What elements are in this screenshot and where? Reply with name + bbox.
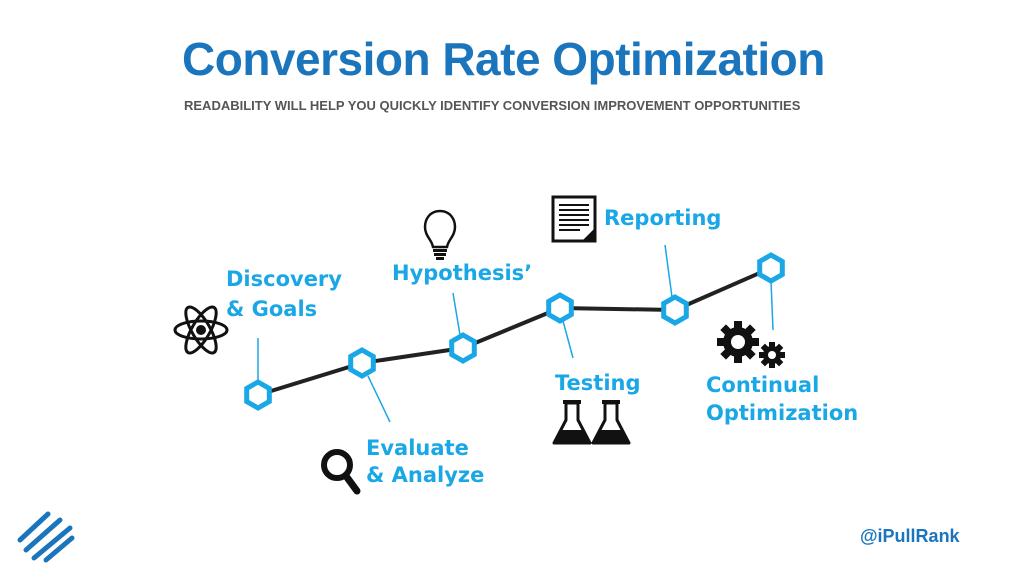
slide-subtitle: READABILITY WILL HELP YOU QUICKLY IDENTI… <box>184 98 801 113</box>
atom-icon <box>173 305 229 355</box>
stage-label-testing: Testing <box>555 371 641 395</box>
process-node-evaluate <box>348 347 376 379</box>
process-line <box>257 266 772 397</box>
stage-label-discovery-2: & Goals <box>226 297 317 321</box>
connector-testing <box>562 320 574 359</box>
twitter-handle: @iPullRank <box>860 526 960 546</box>
lightbulb-icon <box>423 209 457 260</box>
magnifier-icon <box>321 449 361 495</box>
ipullrank-logo-icon <box>17 511 75 563</box>
stage-label-evaluate-1: Evaluate <box>366 436 469 460</box>
document-icon <box>551 195 597 243</box>
gears-icon <box>717 321 785 368</box>
connector-evaluate <box>367 375 391 423</box>
stage-label-discovery-1: Discovery <box>226 267 342 291</box>
connector-hypothesis <box>452 292 461 336</box>
stage-label-hypothesis: Hypothesis’ <box>392 261 532 285</box>
flask-icon <box>552 400 631 445</box>
process-node-testing <box>546 292 574 324</box>
process-node-continual <box>757 252 785 284</box>
process-node-hypothesis <box>449 332 477 364</box>
stage-label-evaluate-2: & Analyze <box>366 463 484 487</box>
process-node-discovery <box>244 379 272 411</box>
connector-continual <box>770 280 774 331</box>
connector-reporting <box>664 244 673 298</box>
stage-label-continual-1: Continual <box>706 373 819 397</box>
stage-label-reporting: Reporting <box>604 206 721 230</box>
slide-title: Conversion Rate Optimization <box>182 33 825 85</box>
stage-label-continual-2: Optimization <box>706 401 858 425</box>
process-node-reporting <box>661 294 689 326</box>
